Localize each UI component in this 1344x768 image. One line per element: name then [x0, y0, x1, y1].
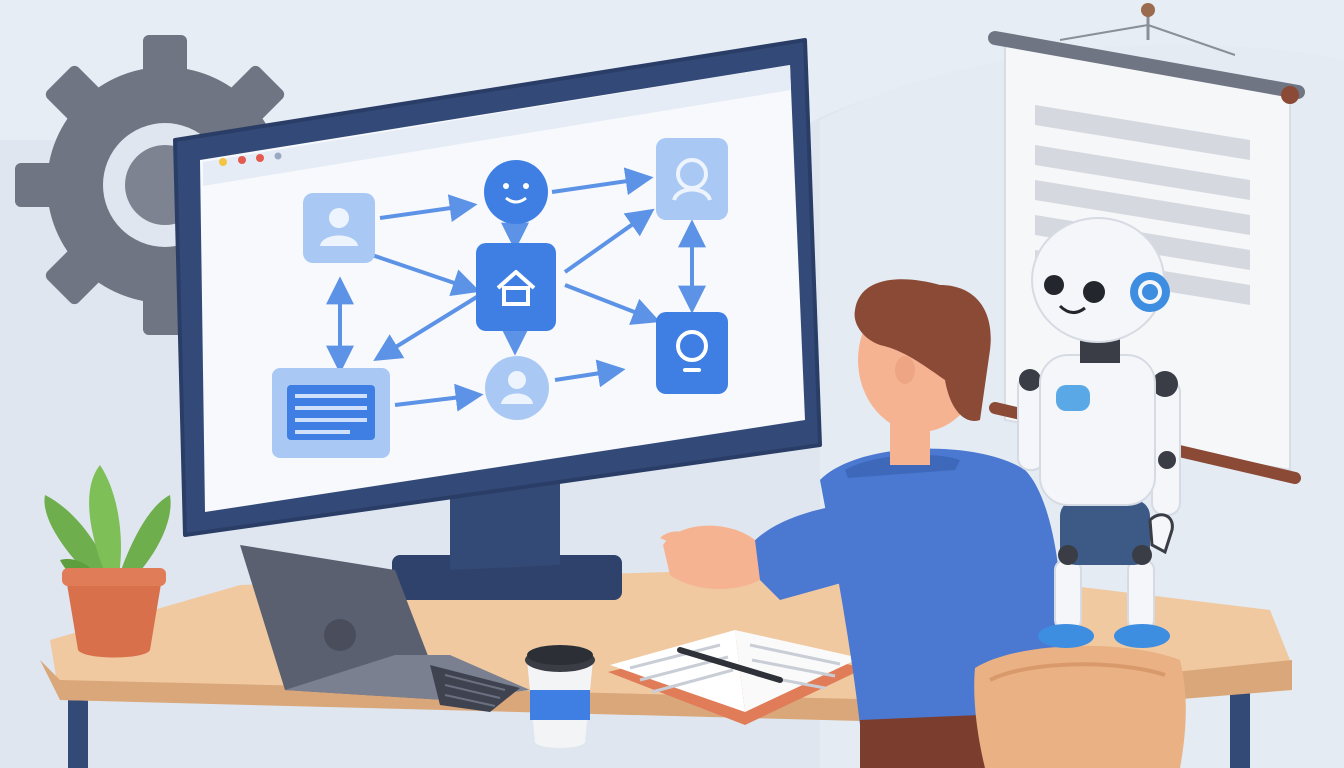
profile-icon: [656, 138, 728, 220]
document-icon: [272, 368, 390, 458]
home-icon: [476, 243, 556, 331]
user-icon: [303, 193, 375, 263]
person: [660, 279, 1064, 768]
face-icon: [484, 160, 548, 224]
window-dots-icon: [219, 152, 282, 166]
monitor: [173, 38, 822, 600]
bulb-icon: [656, 312, 728, 394]
chair: [974, 645, 1186, 768]
potted-plant: [44, 465, 171, 658]
diagram-arrows: [371, 167, 661, 412]
robot: [1017, 217, 1181, 648]
coffee-cup: [525, 645, 595, 748]
laptop: [240, 545, 530, 712]
notebook: [608, 630, 865, 725]
user-icon: [485, 356, 549, 420]
